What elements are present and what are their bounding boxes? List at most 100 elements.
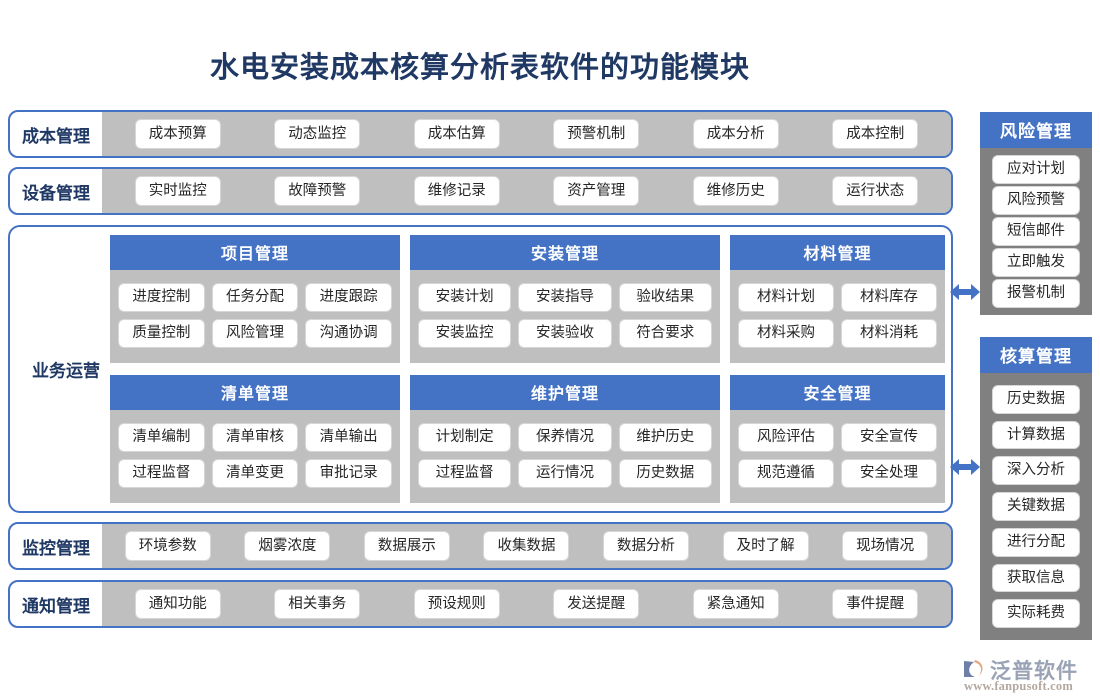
- chip-notify-2[interactable]: 预设规则: [413, 588, 500, 620]
- chip-install-1-2[interactable]: 符合要求: [618, 319, 712, 348]
- chip-material-1-1[interactable]: 材料消耗: [841, 319, 937, 348]
- side-panel-title-risk: 风险管理: [980, 112, 1092, 148]
- module-body-4: 计划制定 保养情况 维护历史 过程监督 运行情况 历史数据: [410, 410, 720, 503]
- chip-list-0-0[interactable]: 清单编制: [118, 423, 205, 452]
- chip-install-0-0[interactable]: 安装计划: [418, 283, 512, 312]
- chip-list-1-1[interactable]: 清单变更: [211, 459, 299, 488]
- chip-material-0-0[interactable]: 材料计划: [738, 283, 834, 312]
- chip-maint-0-0[interactable]: 计划制定: [418, 423, 512, 452]
- chip-notify-1[interactable]: 相关事务: [274, 588, 361, 620]
- chip-risk-4[interactable]: 报警机制: [992, 279, 1080, 308]
- chip-monitor-1[interactable]: 烟雾浓度: [244, 530, 331, 562]
- chip-acct-6[interactable]: 实际耗费: [992, 599, 1080, 628]
- logo-url: www.fanpusoft.com: [964, 679, 1073, 693]
- module-row: 过程监督 清单变更 审批记录: [118, 459, 393, 488]
- chip-risk-1[interactable]: 风险预警: [992, 186, 1080, 215]
- chip-maint-0-2[interactable]: 维护历史: [618, 423, 712, 452]
- chip-list-0-1[interactable]: 清单审核: [211, 423, 299, 452]
- module-row: 风险评估 安全宣传: [738, 423, 937, 452]
- chip-project-0-2[interactable]: 进度跟踪: [305, 283, 393, 312]
- chip-equipment-2[interactable]: 维修记录: [413, 175, 500, 207]
- chip-maint-1-2[interactable]: 历史数据: [618, 459, 712, 488]
- chip-list-1-0[interactable]: 过程监督: [118, 459, 205, 488]
- chip-equipment-4[interactable]: 维修历史: [692, 175, 779, 207]
- ops-module-grid: 项目管理 进度控制 任务分配 进度跟踪 质量控制 风险管理 沟通协调 安: [110, 235, 945, 503]
- chip-maint-0-1[interactable]: 保养情况: [518, 423, 612, 452]
- chip-notify-0[interactable]: 通知功能: [134, 588, 221, 620]
- module-row: 计划制定 保养情况 维护历史: [418, 423, 712, 452]
- side-panel-title-accounting: 核算管理: [980, 337, 1092, 373]
- row-equipment-management: 设备管理 实时监控 故障预警 维修记录 资产管理 维修历史 运行状态: [8, 167, 953, 215]
- row-monitoring-management: 监控管理 环境参数 烟雾浓度 数据展示 收集数据 数据分析 及时了解 现场情况: [8, 522, 953, 570]
- chip-list-0-2[interactable]: 清单输出: [305, 423, 393, 452]
- chip-acct-5[interactable]: 获取信息: [992, 563, 1080, 593]
- chip-install-0-1[interactable]: 安装指导: [518, 283, 612, 312]
- chip-material-0-1[interactable]: 材料库存: [841, 283, 937, 312]
- chip-cost-1[interactable]: 动态监控: [274, 118, 361, 150]
- module-title-2: 材料管理: [730, 235, 945, 270]
- chip-project-1-2[interactable]: 沟通协调: [305, 319, 393, 348]
- chip-risk-3[interactable]: 立即触发: [992, 248, 1080, 277]
- chip-acct-4[interactable]: 进行分配: [992, 527, 1080, 557]
- chip-acct-0[interactable]: 历史数据: [992, 385, 1080, 414]
- row-label-monitoring: 监控管理: [22, 538, 90, 558]
- chip-monitor-4[interactable]: 数据分析: [603, 530, 690, 562]
- chip-acct-2[interactable]: 深入分析: [992, 456, 1080, 486]
- chip-safety-0-0[interactable]: 风险评估: [738, 423, 834, 452]
- chip-acct-1[interactable]: 计算数据: [992, 420, 1080, 450]
- chip-equipment-1[interactable]: 故障预警: [274, 175, 361, 207]
- chip-project-0-0[interactable]: 进度控制: [118, 283, 205, 312]
- chip-project-1-0[interactable]: 质量控制: [118, 319, 205, 348]
- side-panel-accounting-management: 核算管理 历史数据 计算数据 深入分析 关键数据 进行分配 获取信息 实际耗费: [980, 337, 1092, 640]
- side-panel-body-risk: 应对计划 风险预警 短信邮件 立即触发 报警机制: [980, 148, 1092, 315]
- chip-notify-5[interactable]: 事件提醒: [832, 588, 919, 620]
- chip-equipment-3[interactable]: 资产管理: [553, 175, 640, 207]
- chip-install-1-0[interactable]: 安装监控: [418, 319, 512, 348]
- ops-label: 业务运营: [32, 361, 100, 381]
- row-label-cost: 成本管理: [22, 126, 90, 146]
- chip-project-1-1[interactable]: 风险管理: [211, 319, 299, 348]
- chip-safety-1-0[interactable]: 规范遵循: [738, 459, 834, 488]
- chip-risk-0[interactable]: 应对计划: [992, 155, 1080, 184]
- chip-equipment-5[interactable]: 运行状态: [832, 175, 919, 207]
- module-title-1: 安装管理: [410, 235, 720, 270]
- module-row: 材料计划 材料库存: [738, 283, 937, 312]
- chip-risk-2[interactable]: 短信邮件: [992, 217, 1080, 246]
- module-body-5: 风险评估 安全宣传 规范遵循 安全处理: [730, 410, 945, 503]
- chip-project-0-1[interactable]: 任务分配: [211, 283, 299, 312]
- fanpu-logo-icon: [962, 657, 988, 681]
- chip-monitor-0[interactable]: 环境参数: [124, 530, 211, 562]
- chip-notify-4[interactable]: 紧急通知: [692, 588, 779, 620]
- chip-install-1-1[interactable]: 安装验收: [518, 319, 612, 348]
- chip-cost-2[interactable]: 成本估算: [413, 118, 500, 150]
- chip-equipment-0[interactable]: 实时监控: [134, 175, 221, 207]
- page-title: 水电安装成本核算分析表软件的功能模块: [209, 52, 750, 84]
- chip-maint-1-1[interactable]: 运行情况: [518, 459, 612, 488]
- chip-acct-3[interactable]: 关键数据: [992, 492, 1080, 521]
- chip-list-1-2[interactable]: 审批记录: [305, 459, 393, 488]
- chip-cost-3[interactable]: 预警机制: [553, 118, 640, 150]
- module-body-0: 进度控制 任务分配 进度跟踪 质量控制 风险管理 沟通协调: [110, 270, 400, 363]
- chip-cost-5[interactable]: 成本控制: [832, 118, 919, 150]
- module-row: 规范遵循 安全处理: [738, 459, 937, 488]
- module-title-3: 清单管理: [110, 375, 400, 410]
- chip-cost-0[interactable]: 成本预算: [134, 118, 221, 150]
- chip-material-1-0[interactable]: 材料采购: [738, 319, 834, 348]
- row-strip-cost: 成本预算 动态监控 成本估算 预警机制 成本分析 成本控制: [102, 112, 951, 156]
- chip-safety-1-1[interactable]: 安全处理: [841, 459, 937, 488]
- chip-monitor-3[interactable]: 收集数据: [483, 530, 570, 562]
- module-material-management: 材料管理 材料计划 材料库存 材料采购 材料消耗: [730, 235, 945, 363]
- row-strip-equipment: 实时监控 故障预警 维修记录 资产管理 维修历史 运行状态: [102, 169, 951, 213]
- chip-monitor-2[interactable]: 数据展示: [363, 530, 450, 562]
- chip-cost-4[interactable]: 成本分析: [692, 118, 779, 150]
- module-body-3: 清单编制 清单审核 清单输出 过程监督 清单变更 审批记录: [110, 410, 400, 503]
- chip-notify-3[interactable]: 发送提醒: [553, 588, 640, 620]
- chip-monitor-6[interactable]: 现场情况: [842, 530, 929, 562]
- module-body-2: 材料计划 材料库存 材料采购 材料消耗: [730, 270, 945, 363]
- chip-install-0-2[interactable]: 验收结果: [618, 283, 712, 312]
- module-title-0: 项目管理: [110, 235, 400, 270]
- chip-monitor-5[interactable]: 及时了解: [722, 530, 809, 562]
- chip-maint-1-0[interactable]: 过程监督: [418, 459, 512, 488]
- chip-safety-0-1[interactable]: 安全宣传: [841, 423, 937, 452]
- side-panel-body-accounting: 历史数据 计算数据 深入分析 关键数据 进行分配 获取信息 实际耗费: [980, 373, 1092, 640]
